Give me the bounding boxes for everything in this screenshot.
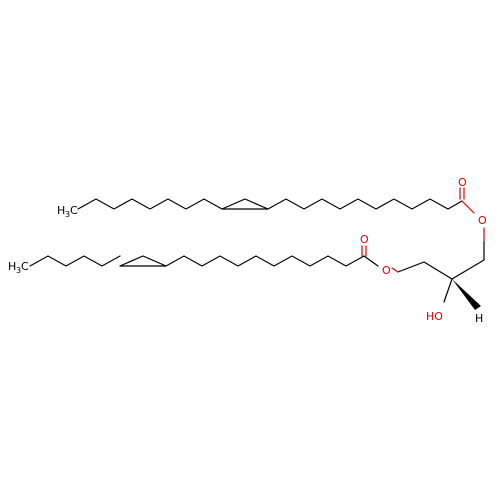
top-ester-oxygen-label: O: [478, 214, 487, 227]
bottom-methyl-subscript: 3: [16, 266, 21, 275]
bottom-acyl-chain: [29, 245, 379, 267]
backbone-c1-c2: [451, 259, 485, 280]
top-carbonyl-oxygen-label: O: [458, 176, 467, 189]
top-acyl-chain: [77, 187, 475, 214]
bottom-ester-oxygen-label: O: [382, 264, 391, 277]
bottom-carbonyl-to-ester: [363, 255, 379, 267]
top-carbonyl-carbon-to-ester: [447, 200, 463, 210]
bottom-alkyl-tail: [29, 255, 121, 267]
top-octanoyl-linker: [267, 198, 449, 210]
bottom-ch2-to-o: [397, 261, 425, 273]
top-methyl-subscript: 3: [65, 210, 70, 219]
top-methyl-h-label: H: [57, 204, 65, 217]
hydroxyl-label: HO: [426, 310, 443, 323]
bottom-methyl-h-label: H: [8, 260, 16, 273]
top-methyl-c-label: C: [70, 204, 78, 217]
bottom-carbonyl-oxygen-label: O: [360, 233, 369, 246]
bottom-methyl-c-label: C: [21, 260, 29, 273]
bottom-octanoyl-linker: [165, 255, 365, 267]
glycerol-backbone: [391, 227, 485, 310]
backbone-c2-c3: [423, 261, 453, 280]
stereo-wedge-bond: [452, 279, 481, 310]
top-cyclopropane-ring: [221, 198, 269, 210]
stereo-h-label: H: [475, 312, 483, 325]
bottom-cyclopropane-ring: [119, 255, 167, 267]
bottom-ester-o-link: [391, 267, 399, 273]
top-ester-o-bond: [461, 200, 475, 214]
c2-to-hydroxyl: [443, 278, 453, 303]
top-alkyl-tail: [77, 198, 223, 210]
